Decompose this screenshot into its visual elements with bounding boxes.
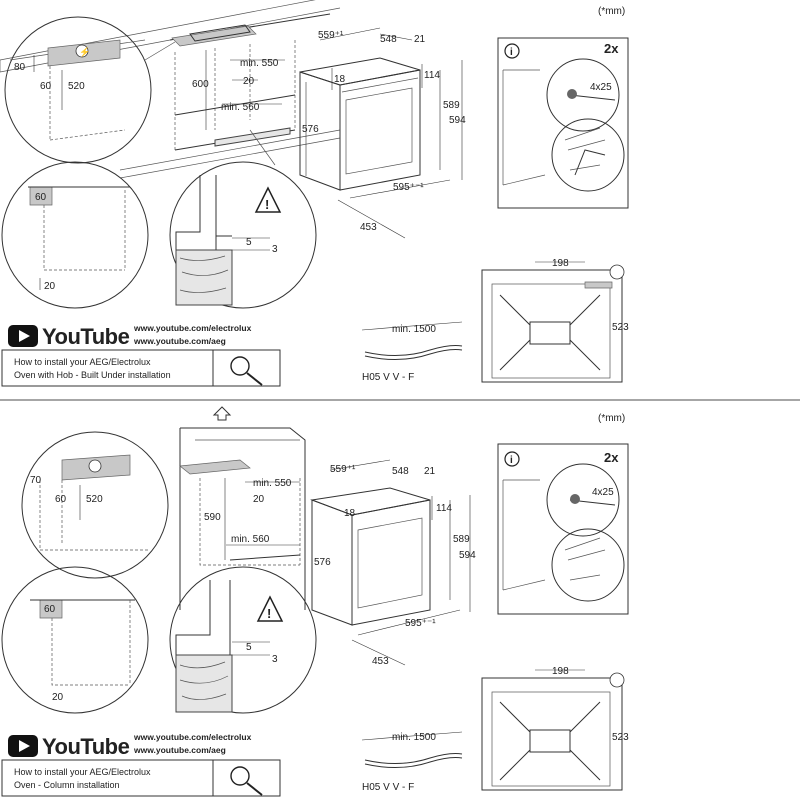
detail-circle-corner: 60 20 [1, 161, 149, 309]
corner-dim-20-2: 20 [52, 692, 64, 703]
corner-dim-20: 20 [44, 281, 56, 292]
caption-line-2-2: Oven - Column installation [14, 780, 120, 790]
dim-114-2: 114 [436, 503, 452, 514]
dim-453-2: 453 [372, 656, 389, 667]
detail-circle-hob-2: 70 60 520 [21, 431, 169, 579]
qty-label-2: 2x [604, 450, 619, 465]
dim-18-2: 18 [344, 508, 356, 519]
dim-min560-2: min. 560 [231, 534, 270, 545]
dim-559: 559⁺¹ [318, 30, 344, 41]
dim-cable-min: min. 1500 [392, 324, 436, 335]
dim-18: 18 [334, 74, 346, 85]
youtube-url-electrolux-2[interactable]: www.youtube.com/electrolux [133, 732, 252, 742]
dim-min560: min. 560 [221, 102, 260, 113]
warning-icon: ! [265, 197, 269, 212]
youtube-block: YouTube www.youtube.com/electrolux www.y… [1, 323, 281, 387]
dim-5: 5 [246, 237, 252, 248]
dim-70: 70 [30, 475, 42, 486]
unit-note: (*mm) [598, 6, 625, 17]
detail-circle-hob: ⚡ 80 60 520 [4, 16, 176, 164]
oven-column: 559⁺¹ 548 21 18 114 576 589 594 595⁺⁻¹ 4… [310, 459, 476, 667]
dim-576: 576 [302, 124, 319, 135]
unit-note-2: (*mm) [598, 413, 625, 424]
dim-cable-min-2: min. 1500 [392, 732, 436, 743]
cable-type: H05 V V - F [362, 372, 414, 383]
dim-3: 3 [272, 244, 278, 255]
dim-589: 589 [443, 100, 460, 111]
detail-circle-section: 5 3 ! [169, 129, 317, 309]
info-icon: i [510, 47, 513, 58]
dim-min550-2: min. 550 [253, 478, 292, 489]
search-icon [230, 356, 250, 376]
info-icon-2: i [510, 455, 513, 466]
youtube-url-electrolux[interactable]: www.youtube.com/electrolux [133, 323, 252, 333]
dim-198: 198 [552, 258, 569, 269]
dim-453: 453 [360, 222, 377, 233]
info-box-screws: i 2x 4x25 [497, 37, 629, 209]
youtube-logo-text-2: YouTube [42, 734, 130, 759]
dim-595: 595⁺⁻¹ [393, 182, 424, 193]
dim-520-2: 520 [86, 494, 103, 505]
up-arrow-icon [212, 406, 232, 421]
warning-icon-2: ! [267, 606, 271, 621]
dim-20-2: 20 [253, 494, 265, 505]
top-view-cavity-2: 198 523 [481, 666, 629, 791]
dim-594-2: 594 [459, 550, 476, 561]
dim-595-2: 595⁺⁻¹ [405, 618, 436, 629]
dim-520: 520 [68, 81, 85, 92]
dim-576-2: 576 [314, 557, 331, 568]
corner-dim-60: 60 [35, 192, 47, 203]
hob-icon: ⚡ [79, 46, 90, 58]
top-view-cavity: 198 523 [481, 258, 629, 383]
youtube-logo-text: YouTube [42, 324, 130, 349]
dim-548: 548 [380, 34, 397, 45]
dim-21-2: 21 [424, 466, 436, 477]
detail-circle-section-2: 5 3 ! [169, 566, 317, 714]
dim-60-2: 60 [55, 494, 67, 505]
dim-5-2: 5 [246, 642, 252, 653]
dim-523-2: 523 [612, 732, 629, 743]
dim-60: 60 [40, 81, 52, 92]
caption-line-1-2: How to install your AEG/Electrolux [14, 767, 151, 777]
dim-21: 21 [414, 34, 426, 45]
power-cable: min. 1500 H05 V V - F [361, 321, 463, 383]
dim-523: 523 [612, 322, 629, 333]
dim-559-2: 559⁺¹ [330, 464, 356, 475]
cable-type-2: H05 V V - F [362, 782, 414, 793]
dim-198-2: 198 [552, 666, 569, 677]
dim-594: 594 [449, 115, 466, 126]
power-cable-2: min. 1500 H05 V V - F [361, 731, 463, 793]
info-box-screws-2: i 2x 4x25 [497, 443, 629, 615]
search-icon-2 [230, 766, 250, 786]
caption-line-1: How to install your AEG/Electrolux [14, 357, 151, 367]
oven-built-under: 559⁺¹ 548 21 18 114 576 589 594 595⁺⁻¹ 4… [299, 27, 466, 239]
detail-circle-corner-2: 60 20 [1, 566, 149, 714]
dim-80: 80 [14, 62, 26, 73]
youtube-url-aeg[interactable]: www.youtube.com/aeg [133, 336, 226, 346]
dim-min550: min. 550 [240, 58, 279, 69]
qty-label: 2x [604, 41, 619, 56]
youtube-block-2: YouTube www.youtube.com/electrolux www.y… [1, 732, 281, 797]
dim-590: 590 [204, 512, 221, 523]
dim-screw-2: 4x25 [592, 487, 614, 498]
caption-line-2: Oven with Hob - Built Under installation [14, 370, 171, 380]
cabinet-built-under: 600 min. 550 20 min. 560 [0, 0, 341, 179]
dim-20: 20 [243, 76, 255, 87]
cabinet-column: 590 min. 550 20 min. 560 [179, 427, 306, 610]
youtube-url-aeg-2[interactable]: www.youtube.com/aeg [133, 745, 226, 755]
dim-114: 114 [424, 70, 440, 81]
dim-548-2: 548 [392, 466, 409, 477]
panel-column: (*mm) 590 min. 550 20 min. 560 70 60 520 [1, 413, 629, 797]
dim-3-2: 3 [272, 654, 278, 665]
dim-589-2: 589 [453, 534, 470, 545]
panel-built-under: (*mm) 600 min. 550 20 min. 560 [0, 0, 629, 387]
corner-dim-60-2: 60 [44, 604, 56, 615]
dim-screw: 4x25 [590, 82, 612, 93]
dim-600: 600 [192, 79, 209, 90]
